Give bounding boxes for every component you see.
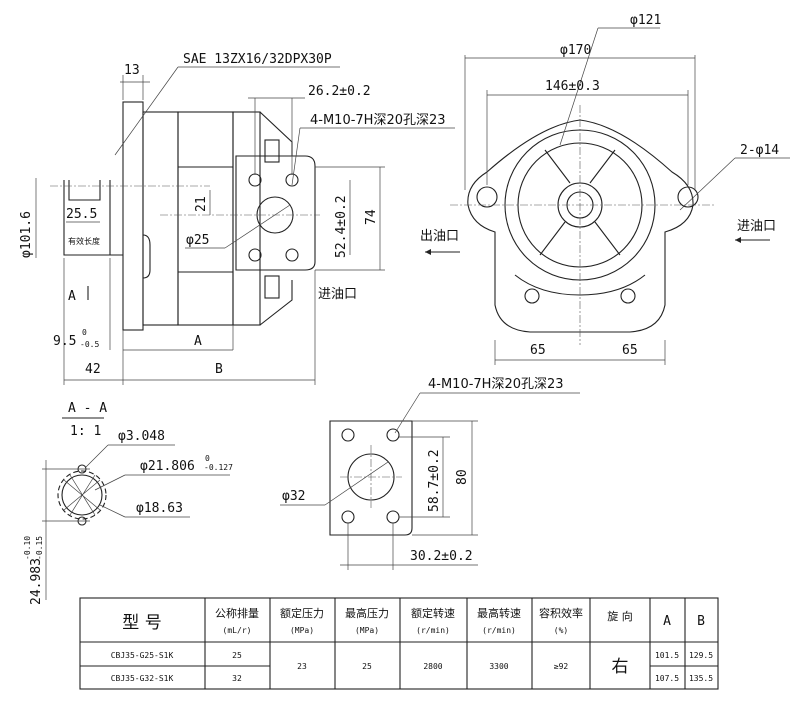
row1-displacement: 25 xyxy=(232,651,242,660)
dim-52-4: 52.4±0.2 xyxy=(334,195,349,258)
side-view: 13 SAE 13ZX16/32DPX30P 26.2±0.2 4-M10-7H… xyxy=(19,52,455,385)
dim-24-tol-upper: -0.10 xyxy=(23,536,32,560)
dim-13: 13 xyxy=(124,63,140,78)
thread-spec-label: 4-M10-7H深20孔深23 xyxy=(310,113,446,128)
header-displacement: 公称排量 xyxy=(215,606,259,620)
spline-spec-label: SAE 13ZX16/32DPX30P xyxy=(183,52,332,67)
mount-holes-label: 2-φ14 xyxy=(740,143,779,158)
header-max-speed: 最高转速 xyxy=(477,606,521,620)
mounting-flange xyxy=(122,101,144,331)
dim-65-right: 65 xyxy=(622,343,638,358)
header-max-speed-unit: (r/min) xyxy=(482,626,516,635)
section-title: A - A xyxy=(68,401,107,416)
port-thread-spec: 4-M10-7H深20孔深23 xyxy=(428,377,564,392)
section-scale: 1: 1 xyxy=(70,424,101,439)
row2-model: CBJ35-G32-S1K xyxy=(111,674,174,683)
header-efficiency-unit: (%) xyxy=(554,626,568,635)
front-flange-outline xyxy=(467,119,694,333)
section-mark-a: A xyxy=(68,289,76,304)
dim-74: 74 xyxy=(364,209,379,225)
section-view: A - A 1: 1 φ3.048 φ21.806 0 -0.127 φ18.6… xyxy=(23,401,233,605)
dim-phi18: φ18.63 xyxy=(136,501,183,516)
inlet-label-front: 进油口 xyxy=(737,219,776,234)
dim-b: B xyxy=(215,362,223,377)
mount-hole-left xyxy=(476,186,498,208)
dim-58-7: 58.7±0.2 xyxy=(427,449,442,512)
outlet-label: 出油口 xyxy=(420,229,459,244)
dim-phi21: φ21.806 xyxy=(140,459,195,474)
spec-table: 型 号 公称排量 (mL/r) 额定压力 (MPa) 最高压力 (MPa) 额定… xyxy=(79,597,719,690)
efficiency-value: ≥92 xyxy=(554,662,569,671)
inlet-label-side: 进油口 xyxy=(318,287,357,302)
dim-24-tol-lower: -0.15 xyxy=(35,536,44,560)
rotation-value: 右 xyxy=(612,657,629,677)
dim-phi121: φ121 xyxy=(630,13,661,28)
row1-b: 129.5 xyxy=(689,651,713,660)
dim-phi101: φ101.6 xyxy=(19,211,34,258)
dim-phi21-tol-upper: 0 xyxy=(205,454,210,463)
header-rated-speed: 额定转速 xyxy=(411,606,455,620)
spline-shaft xyxy=(57,470,107,520)
rear-cover xyxy=(232,111,261,326)
dim-9-5-tol-lower: -0.5 xyxy=(80,340,99,349)
row1-a: 101.5 xyxy=(655,651,679,660)
header-rated-pressure: 额定压力 xyxy=(280,606,324,620)
dim-80: 80 xyxy=(455,469,470,485)
dim-42: 42 xyxy=(85,362,101,377)
header-max-pressure-unit: (MPa) xyxy=(355,626,379,635)
dim-30-2: 30.2±0.2 xyxy=(410,549,473,564)
max-speed-value: 3300 xyxy=(489,662,508,671)
dim-a: A xyxy=(194,334,202,349)
header-rated-speed-unit: (r/min) xyxy=(416,626,450,635)
row2-b: 135.5 xyxy=(689,674,713,683)
dim-phi3: φ3.048 xyxy=(118,429,165,444)
row2-displacement: 32 xyxy=(232,674,242,683)
header-b: B xyxy=(697,614,705,629)
header-efficiency: 容积效率 xyxy=(539,606,583,620)
dim-21: 21 xyxy=(194,196,209,212)
effective-length-label: 有效长度 xyxy=(68,236,100,246)
outlet-port-flange xyxy=(329,420,413,536)
max-pressure-value: 25 xyxy=(362,662,372,671)
dim-phi32: φ32 xyxy=(282,489,305,504)
rated-pressure-value: 23 xyxy=(297,662,307,671)
header-rotation: 旋 向 xyxy=(607,609,633,623)
front-view: φ121 φ170 146±0.3 2-φ14 出油口 进油口 65 65 xyxy=(420,13,790,365)
inlet-port-block xyxy=(235,155,316,271)
dim-25-5: 25.5 xyxy=(66,207,97,222)
dim-65-left: 65 xyxy=(530,343,546,358)
dim-9-5: 9.5 xyxy=(53,334,76,349)
header-max-pressure: 最高压力 xyxy=(345,606,389,620)
header-displacement-unit: (mL/r) xyxy=(223,626,252,635)
port-view: 4-M10-7H深20孔深23 φ32 58.7±0.2 80 30.2±0.2 xyxy=(280,377,580,570)
dim-phi170: φ170 xyxy=(560,43,591,58)
header-model: 型 号 xyxy=(122,613,161,633)
front-cover xyxy=(142,111,179,326)
dim-phi25: φ25 xyxy=(186,233,209,248)
dim-146: 146±0.3 xyxy=(545,79,600,94)
mount-hole-right xyxy=(677,186,699,208)
dim-24-983: 24.983 xyxy=(29,558,44,605)
row2-a: 107.5 xyxy=(655,674,679,683)
pump-body xyxy=(177,111,234,326)
header-rated-pressure-unit: (MPa) xyxy=(290,626,314,635)
rated-speed-value: 2800 xyxy=(423,662,442,671)
dim-26-2: 26.2±0.2 xyxy=(308,84,371,99)
row1-model: CBJ35-G25-S1K xyxy=(111,651,174,660)
dim-9-5-tol-upper: 0 xyxy=(82,328,87,337)
header-a: A xyxy=(663,614,671,629)
dim-phi21-tol-lower: -0.127 xyxy=(204,463,233,472)
